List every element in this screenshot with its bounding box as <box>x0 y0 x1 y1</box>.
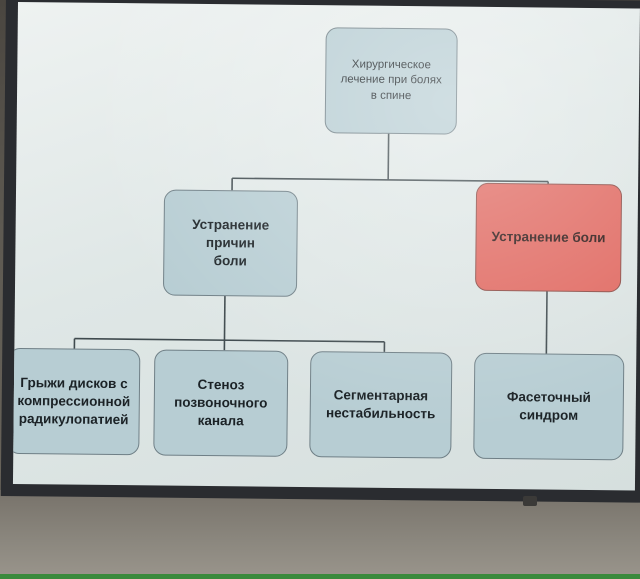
screen-mount <box>523 496 537 506</box>
node-facet-syndrome: Фасеточный синдром <box>473 352 625 461</box>
connector-bottom-bar <box>74 337 385 343</box>
node-disc-hernia: Грыжи дисков с компрессионной радикулопа… <box>12 347 141 456</box>
node-segmental-instability: Сегментарная нестабильность <box>309 351 453 459</box>
projection-screen: Хирургическое лечение при болях в спине … <box>12 2 640 491</box>
node-spinal-stenosis: Стеноз позвоночного канала <box>153 349 289 457</box>
node-eliminate-pain: Устранение боли <box>475 182 623 293</box>
connector-pain-down <box>545 289 548 354</box>
room-floor <box>0 490 640 579</box>
connector-lines <box>73 132 549 354</box>
node-eliminate-causes: Устранение причин боли <box>162 189 299 297</box>
root-node: Хирургическое лечение при болях в спине <box>324 27 458 135</box>
floor-edge <box>0 574 640 579</box>
connector-top-bar <box>232 177 549 183</box>
